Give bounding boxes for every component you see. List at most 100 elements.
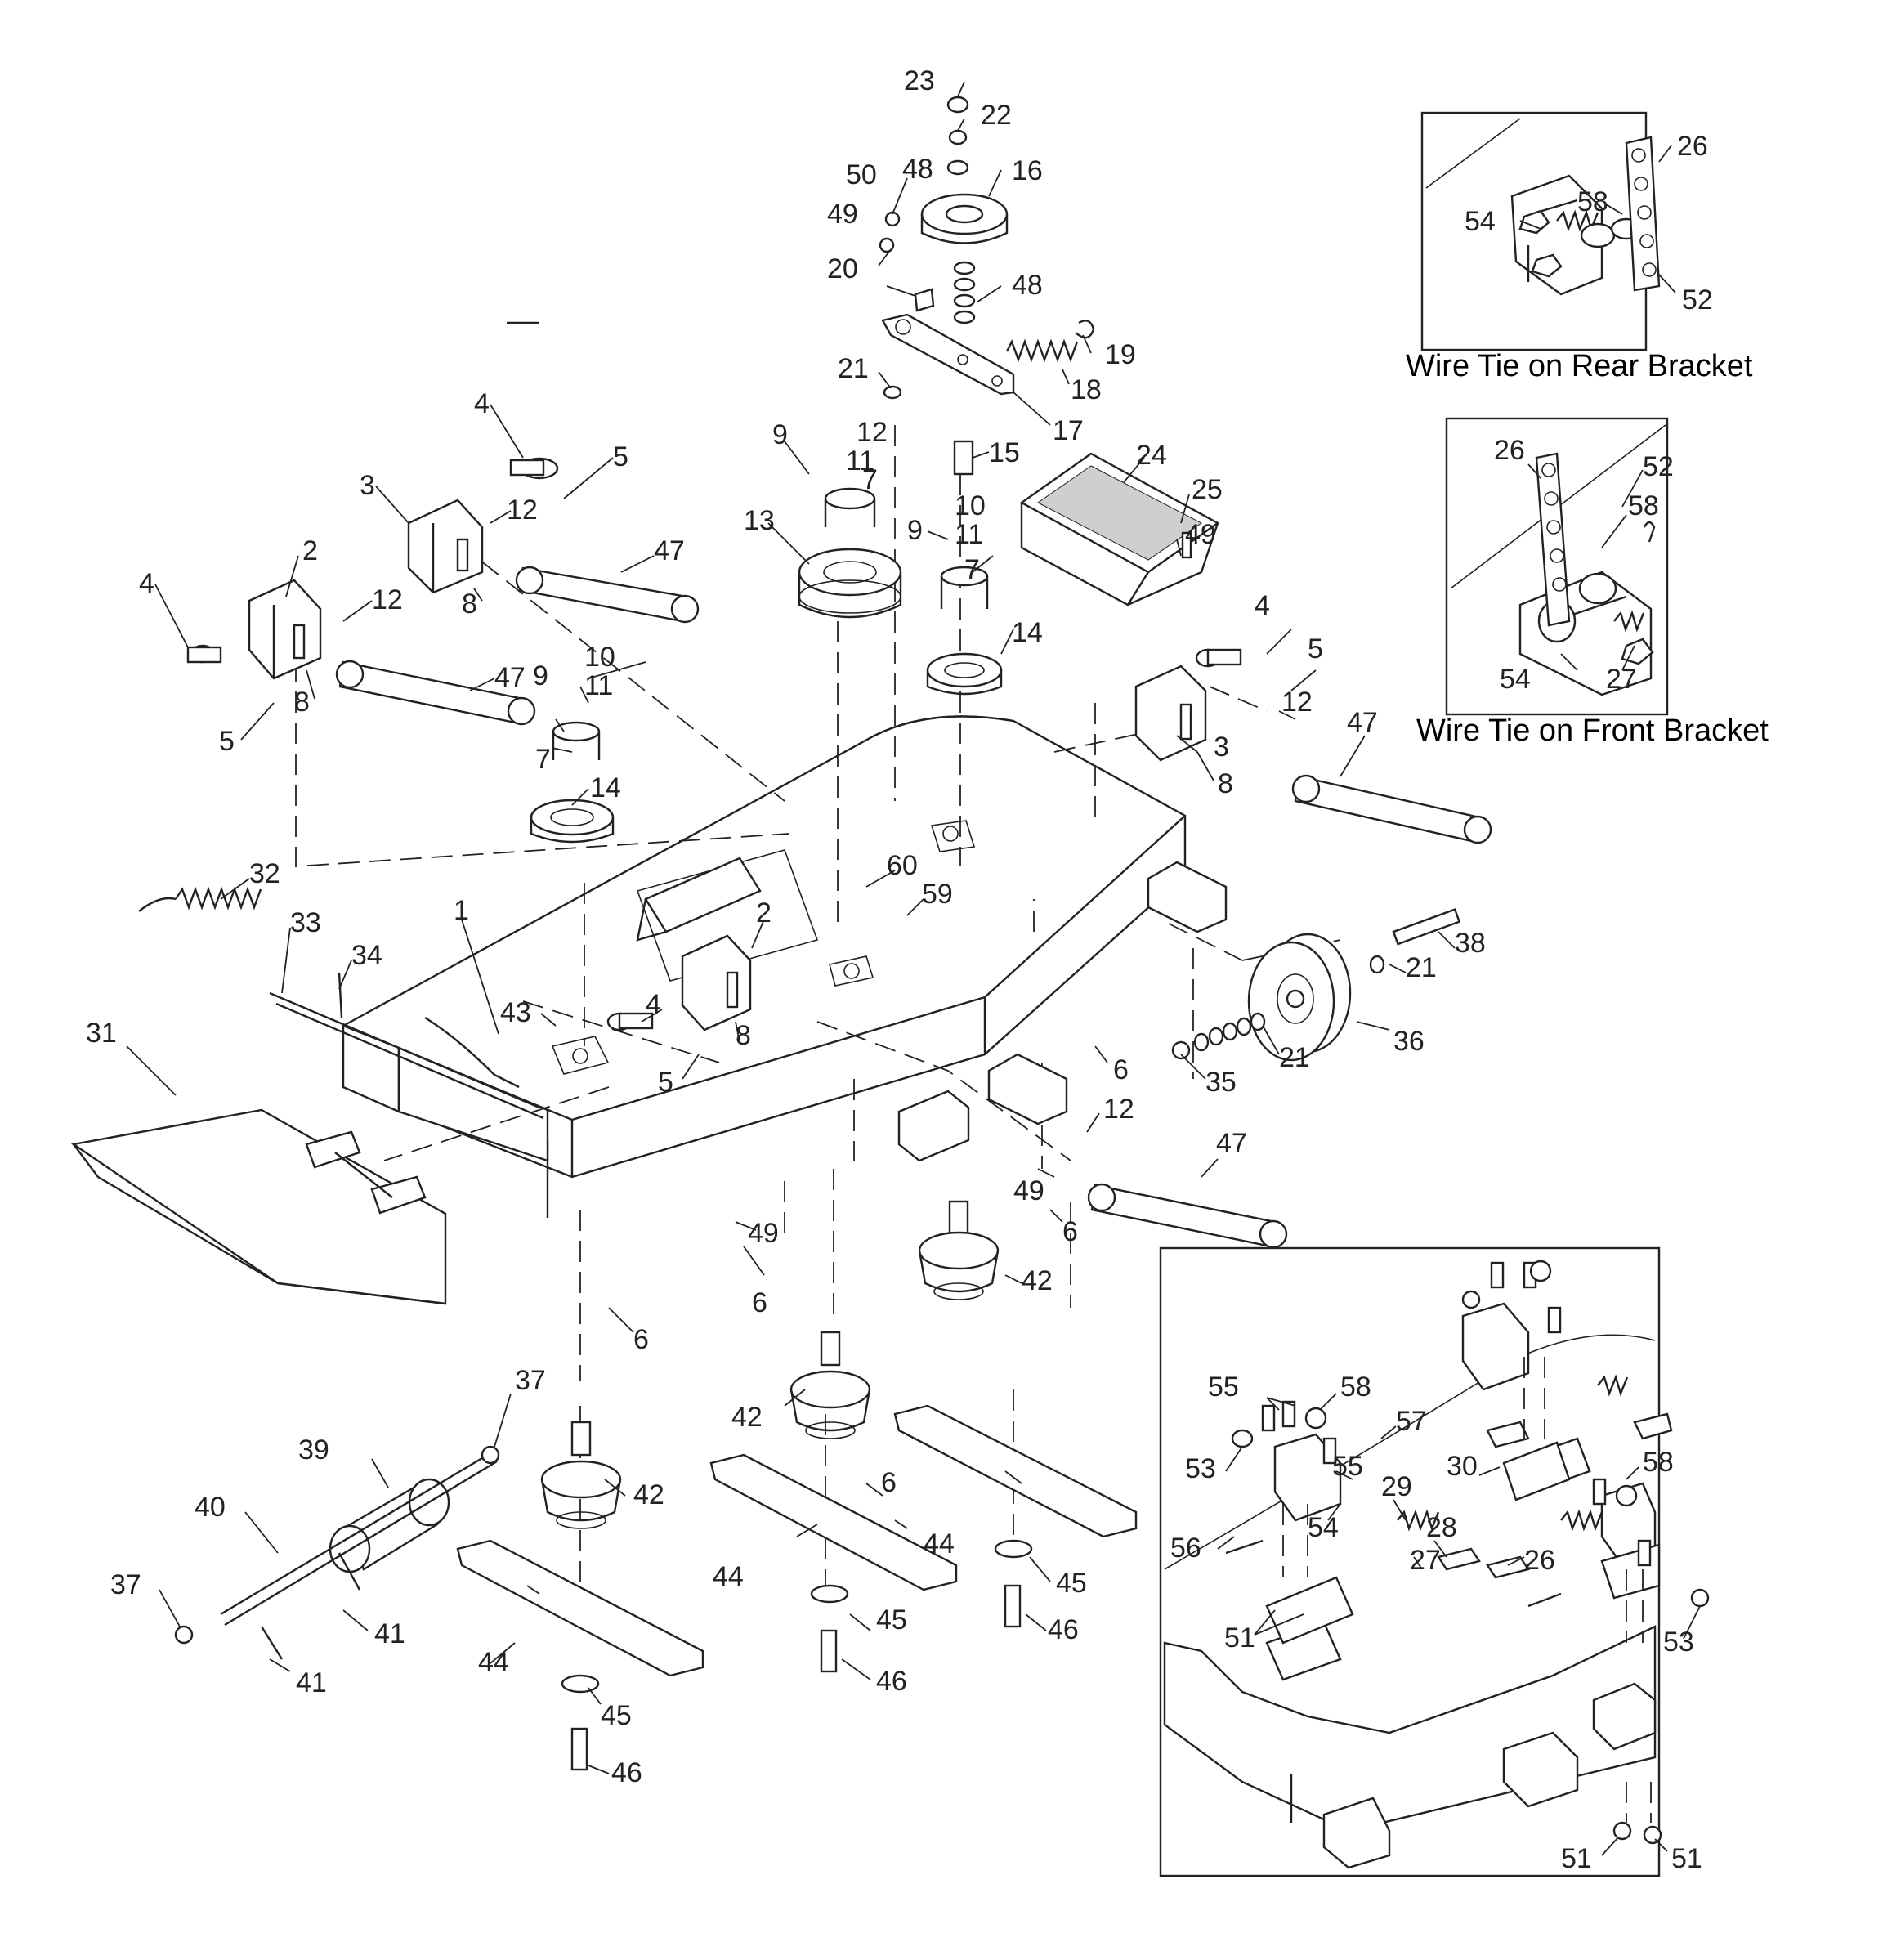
callout: 30 <box>1447 1451 1478 1482</box>
callout: 5 <box>658 1067 673 1098</box>
callout: 26 <box>1494 435 1525 466</box>
callout: 21 <box>838 353 869 384</box>
callout: 12 <box>372 584 403 615</box>
callout: 45 <box>1056 1568 1087 1599</box>
callout: 51 <box>1224 1622 1255 1653</box>
anti-scalp-roller <box>174 1445 500 1660</box>
callout: 4 <box>474 388 490 419</box>
callout: 42 <box>633 1479 664 1510</box>
callout: 57 <box>1396 1406 1427 1437</box>
callout: 60 <box>887 850 918 881</box>
callout: 15 <box>989 437 1020 468</box>
callout: 52 <box>1643 451 1674 482</box>
callout: 33 <box>290 907 321 938</box>
callout: 4 <box>139 568 154 599</box>
callout: 49 <box>1013 1175 1044 1206</box>
front-bracket-caption: Wire Tie on Front Bracket <box>1416 714 1769 748</box>
callout: 16 <box>1012 155 1043 186</box>
callout: 14 <box>1012 617 1043 648</box>
wheel-assembly <box>897 861 1461 1162</box>
callout: 38 <box>1455 928 1486 959</box>
callout: 36 <box>1393 1026 1425 1057</box>
callout: 48 <box>902 154 933 185</box>
callout: 9 <box>907 515 923 546</box>
callout: 39 <box>298 1434 329 1466</box>
callout: 6 <box>1062 1216 1078 1247</box>
step-plate <box>1019 452 1220 606</box>
callout: 7 <box>862 464 878 495</box>
callout: 32 <box>249 858 280 889</box>
callout: 23 <box>904 65 935 96</box>
callout: 48 <box>1012 270 1043 301</box>
callout: 47 <box>1216 1128 1247 1159</box>
callout: 7 <box>535 744 551 775</box>
callout: 55 <box>1208 1372 1239 1403</box>
callout: 42 <box>1022 1265 1053 1296</box>
callout: 56 <box>1170 1533 1201 1564</box>
callout: 17 <box>1053 415 1084 446</box>
callout: 54 <box>1500 664 1531 695</box>
callout: 35 <box>1205 1067 1237 1098</box>
callout: 46 <box>1048 1614 1079 1645</box>
callout: 5 <box>219 726 235 757</box>
callout: 6 <box>881 1467 897 1498</box>
callout: 31 <box>86 1018 117 1049</box>
callout: 55 <box>1332 1451 1363 1482</box>
callout: 2 <box>756 897 772 929</box>
callout: 45 <box>876 1604 907 1636</box>
callout: 37 <box>515 1365 546 1396</box>
callout: 6 <box>633 1324 649 1355</box>
callout: 27 <box>1606 664 1637 695</box>
deck-mount-plates <box>551 820 976 1075</box>
callout: 41 <box>374 1618 405 1649</box>
callout: 40 <box>195 1492 226 1523</box>
callout: 6 <box>1113 1054 1129 1085</box>
callout: 2 <box>302 535 318 566</box>
callout: 58 <box>1577 186 1608 217</box>
callout: 59 <box>922 879 953 910</box>
callout: 9 <box>533 660 548 691</box>
callout: 12 <box>1281 687 1313 718</box>
callout: 21 <box>1279 1042 1310 1073</box>
callout: 5 <box>1308 633 1323 665</box>
callout: 47 <box>494 662 526 693</box>
callout: 25 <box>1192 474 1223 505</box>
mower-deck-housing <box>342 715 1187 1218</box>
callout: 5 <box>613 441 628 472</box>
callout: 10 <box>584 642 615 673</box>
callout: 1 <box>454 895 469 926</box>
callout: 7 <box>964 554 980 585</box>
hanger-brackets-and-arms <box>186 321 1492 1249</box>
callout: 21 <box>1406 952 1437 983</box>
callout: 8 <box>1218 768 1233 799</box>
callout: 51 <box>1671 1843 1702 1874</box>
rear-bracket-caption: Wire Tie on Rear Bracket <box>1406 349 1753 383</box>
callout: 9 <box>772 419 788 450</box>
callout: 52 <box>1682 284 1713 315</box>
callout: 45 <box>601 1700 632 1731</box>
callout: 37 <box>110 1569 141 1600</box>
callout: 22 <box>981 100 1012 131</box>
callout: 14 <box>590 772 621 803</box>
callout: 12 <box>507 494 538 526</box>
callout: 4 <box>1255 590 1270 621</box>
chute-spring-rod <box>138 886 544 1120</box>
callout: 49 <box>1185 519 1216 550</box>
callout: 11 <box>846 445 874 477</box>
callout: 54 <box>1465 206 1496 237</box>
inset-bracket-detail <box>1159 1246 1710 1877</box>
callout: 26 <box>1524 1545 1555 1576</box>
callout: 58 <box>1643 1447 1674 1478</box>
inset-rear-bracket <box>1420 111 1676 351</box>
callout: 3 <box>1214 732 1229 763</box>
callout: 53 <box>1185 1453 1216 1484</box>
callout: 26 <box>1677 131 1708 162</box>
callout: 3 <box>360 470 375 501</box>
main-leaders <box>126 81 1456 1774</box>
callout: 49 <box>748 1218 779 1249</box>
callout: 11 <box>955 519 983 550</box>
callout: 8 <box>294 687 310 718</box>
callout: 8 <box>736 1020 751 1051</box>
callout: 44 <box>713 1561 744 1592</box>
